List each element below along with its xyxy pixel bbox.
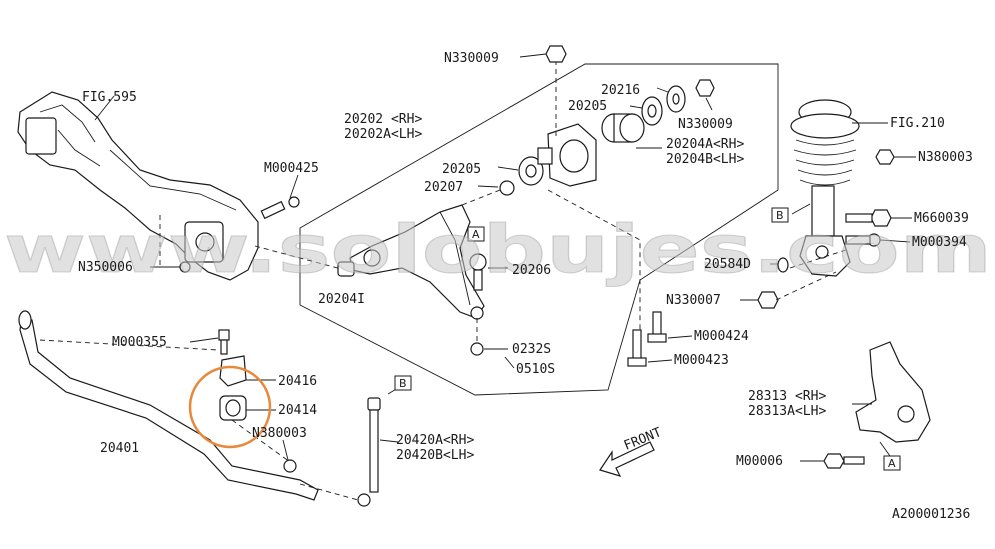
strut-assembly-part — [790, 99, 860, 277]
label-20584d: 20584D — [704, 257, 751, 272]
label-0232s: 0232S — [512, 342, 551, 357]
washer-20216 — [666, 85, 686, 113]
label-m00006: M00006 — [736, 454, 783, 469]
label-n380003-top: N380003 — [918, 150, 973, 165]
label-n330009-top: N330009 — [444, 51, 499, 66]
stabilizer-link-20420 — [357, 397, 381, 507]
label-20420b-lh: 20420B<LH> — [396, 448, 474, 463]
label-m000394: M000394 — [912, 235, 967, 250]
label-n380003-bottom: N380003 — [252, 426, 307, 441]
label-28313-rh: 28313 <RH> — [748, 389, 826, 404]
washer-20205-mid — [518, 156, 544, 186]
svg-text:A: A — [888, 457, 896, 470]
label-20401: 20401 — [100, 441, 139, 456]
label-m000355: M000355 — [112, 335, 167, 350]
nut-n380003-bottom — [283, 459, 297, 473]
bolt-m00006 — [823, 453, 865, 469]
bushing-20204 — [601, 113, 645, 143]
nut-n380003-top — [875, 149, 895, 165]
label-n350006: N350006 — [78, 260, 133, 275]
nut-n330009-top — [545, 45, 567, 63]
label-28313a-lh: 28313A<LH> — [748, 404, 826, 419]
label-fig210: FIG.210 — [890, 116, 945, 131]
label-n330007: N330007 — [666, 293, 721, 308]
arrow-front-icon — [599, 441, 655, 477]
stabilizer-bar-part — [18, 310, 319, 501]
label-20216: 20216 — [601, 83, 640, 98]
bushing-20414 — [219, 395, 247, 421]
bracket-20416 — [219, 355, 247, 387]
svg-text:A: A — [472, 228, 480, 241]
svg-text:B: B — [399, 377, 407, 390]
nut-0232s — [470, 342, 484, 356]
bolt-m000355 — [218, 329, 230, 355]
callout-b-link: B — [394, 375, 412, 391]
bolt-m000425 — [260, 196, 300, 220]
bolt-m000423 — [627, 329, 647, 367]
label-20206: 20206 — [512, 263, 551, 278]
label-m660039: M660039 — [914, 211, 969, 226]
bolt-m000394 — [845, 233, 881, 247]
nut-n330007 — [757, 291, 779, 309]
bolt-m000424 — [647, 311, 667, 343]
ball-joint-20206 — [469, 253, 487, 291]
label-20202-rh: 20202 <RH> — [344, 112, 422, 127]
nut-n330009-right — [695, 79, 715, 97]
highlight-circle — [188, 365, 272, 449]
label-20414: 20414 — [278, 403, 317, 418]
label-20204a-rh: 20204A<RH> — [666, 137, 744, 152]
label-m000424: M000424 — [694, 329, 749, 344]
label-diagram-id: A200001236 — [892, 507, 970, 522]
label-n330009-right: N330009 — [678, 117, 733, 132]
watermark-text: www.solobujes.com — [4, 211, 992, 288]
label-fig595: FIG.595 — [82, 90, 137, 105]
label-20416: 20416 — [278, 374, 317, 389]
svg-text:B: B — [776, 209, 784, 222]
label-0510s: 0510S — [516, 362, 555, 377]
callout-b-strut: B — [771, 207, 789, 223]
label-20202a-lh: 20202A<LH> — [344, 127, 422, 142]
label-20204b-lh: 20204B<LH> — [666, 152, 744, 167]
callout-a-knuckle: A — [883, 455, 901, 471]
bushing-housing-20204 — [537, 123, 597, 187]
label-20205-mid: 20205 — [442, 162, 481, 177]
callout-a-arm: A — [467, 226, 485, 242]
bolt-m660039 — [845, 209, 892, 227]
label-20205-top: 20205 — [568, 99, 607, 114]
label-20207: 20207 — [424, 180, 463, 195]
label-20420a-rh: 20420A<RH> — [396, 433, 474, 448]
crossmember-part — [17, 91, 259, 281]
washer-20205-top — [641, 96, 663, 126]
label-20204i: 20204I — [318, 292, 365, 307]
washer-20584d — [777, 257, 789, 273]
label-m000423: M000423 — [674, 353, 729, 368]
label-m000425: M000425 — [264, 161, 319, 176]
knuckle-28313 — [855, 341, 931, 443]
washer-20207 — [499, 180, 515, 196]
